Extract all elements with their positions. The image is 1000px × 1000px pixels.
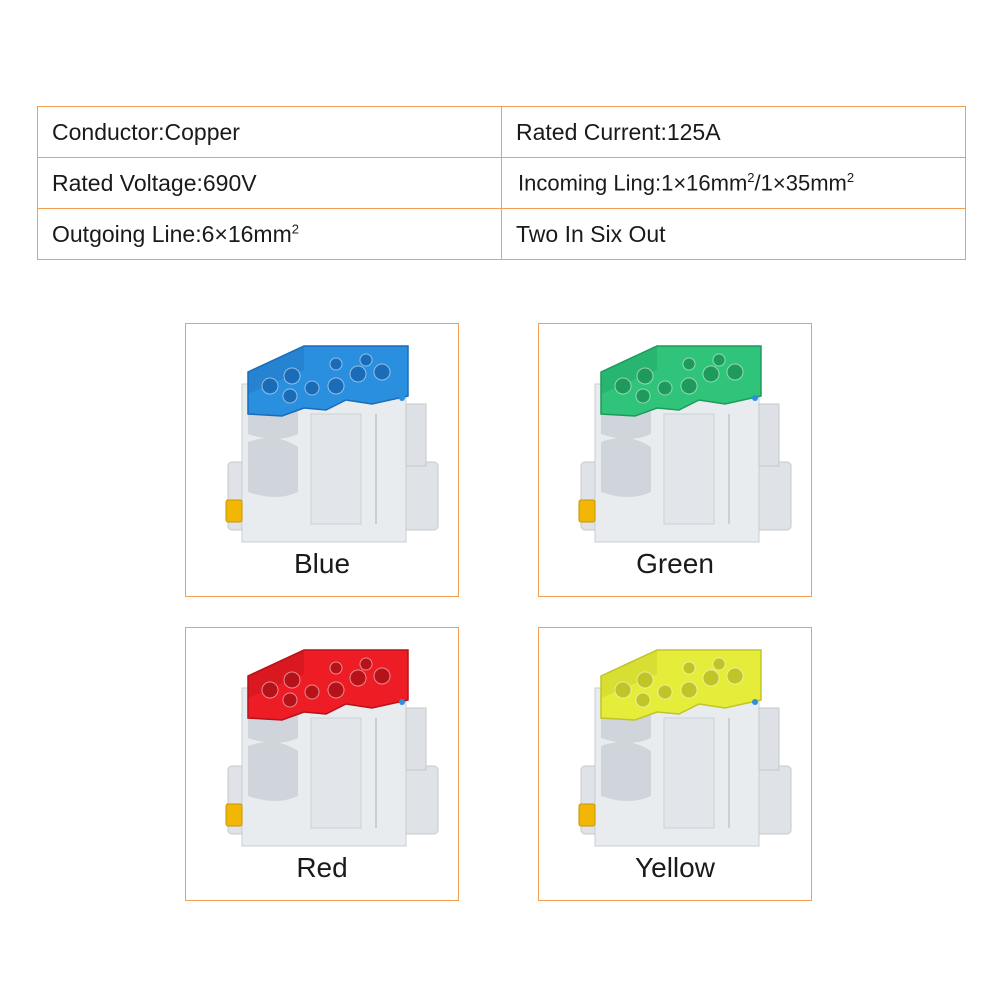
spec-outgoing-line-prefix: Outgoing Line:6×16mm [52,220,292,247]
product-card-green[interactable]: Green [538,323,812,597]
din-clip [225,803,243,827]
product-card-yellow[interactable]: Yellow [538,627,812,901]
spec-configuration: Two In Six Out [501,208,966,260]
terminal-block-image [578,649,792,847]
spec-rated-current: Rated Current:125A [501,106,966,158]
transparent-cover [247,345,409,417]
spec-incoming-line-prefix: Incoming Ling:1×16mm [518,170,748,196]
product-caption: Yellow [635,852,715,883]
spec-outgoing-line: Outgoing Line:6×16mm2 [37,208,502,260]
superscript: 2 [291,220,299,236]
product-caption: Red [296,852,348,883]
superscript: 2 [846,169,855,185]
spec-incoming-line: Incoming Ling:1×16mm2/1×35mm2 [501,157,966,209]
superscript: 2 [747,169,755,185]
din-clip [225,499,243,523]
transparent-cover [600,649,762,721]
product-caption: Green [636,548,714,579]
terminal-block-image [225,345,439,543]
product-card-blue[interactable]: Blue [185,323,459,597]
spec-row: Conductor:Copper Rated Current:125A [37,106,966,158]
terminal-block-image [225,649,439,847]
din-clip [578,803,596,827]
spec-table: Conductor:Copper Rated Current:125A Rate… [37,106,966,260]
terminal-block-image [578,345,792,543]
transparent-cover [247,649,409,721]
spec-rated-voltage: Rated Voltage:690V [37,157,502,209]
product-card-red[interactable]: Red [185,627,459,901]
spec-row: Outgoing Line:6×16mm2 Two In Six Out [37,208,966,260]
din-clip [578,499,596,523]
product-caption: Blue [293,548,351,579]
transparent-cover [600,345,762,417]
spec-incoming-line-mid: /1×35mm [754,170,847,196]
spec-conductor: Conductor:Copper [37,106,502,158]
spec-row: Rated Voltage:690V Incoming Ling:1×16mm2… [37,157,966,209]
